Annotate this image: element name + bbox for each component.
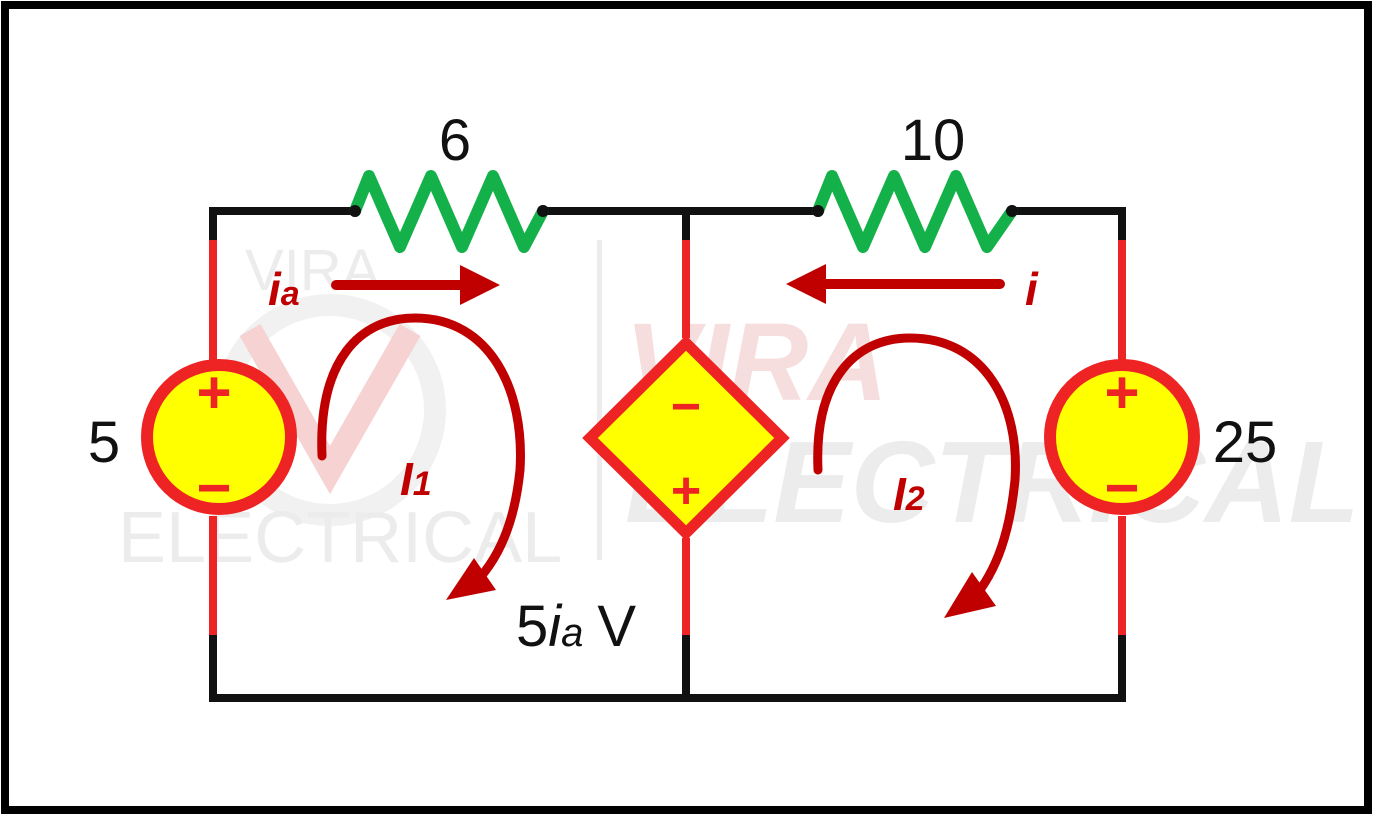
watermark-left-bottom: ELECTRICAL bbox=[118, 498, 562, 578]
source-leads bbox=[209, 240, 1126, 635]
resistor-right-end-a bbox=[812, 205, 824, 217]
resistor-left-end-a bbox=[349, 205, 361, 217]
mesh-current-2-label: I2 bbox=[893, 468, 925, 520]
voltage-source-left-minus: − bbox=[196, 454, 231, 521]
watermark-left-top: VIRA bbox=[245, 238, 381, 303]
dependent-source-bottom-sign: + bbox=[671, 462, 701, 520]
resistor-left-label: 6 bbox=[439, 108, 471, 173]
current-i-arrow bbox=[786, 264, 1005, 304]
voltage-source-right: + − bbox=[1044, 359, 1200, 521]
mesh-current-2-arrow bbox=[813, 333, 1020, 618]
dependent-source-top-sign: − bbox=[671, 378, 701, 436]
voltage-source-right-label: 25 bbox=[1213, 410, 1278, 475]
wire-top-left bbox=[209, 207, 355, 240]
current-ia-arrow bbox=[331, 265, 500, 305]
voltage-source-left-label: 5 bbox=[88, 410, 120, 475]
wire-top-right bbox=[1012, 207, 1126, 240]
current-ia-label: ia bbox=[268, 263, 300, 315]
resistor-right-end-b bbox=[1006, 205, 1018, 217]
current-i-label: i bbox=[1025, 263, 1039, 315]
wire-bottom bbox=[209, 635, 1126, 702]
watermark-divider bbox=[597, 240, 602, 560]
voltage-source-left-plus: + bbox=[196, 359, 231, 426]
dependent-voltage-source: − + bbox=[582, 335, 790, 541]
resistor-left-end-b bbox=[537, 205, 549, 217]
voltage-source-right-plus: + bbox=[1104, 359, 1139, 426]
voltage-source-right-minus: − bbox=[1104, 454, 1139, 521]
wires bbox=[209, 207, 1126, 702]
voltage-source-left: + − bbox=[141, 359, 297, 521]
resistor-left bbox=[349, 170, 549, 253]
resistor-right bbox=[812, 170, 1018, 253]
mesh-current-1-arrow bbox=[317, 313, 525, 600]
resistor-right-label: 10 bbox=[901, 108, 966, 173]
mesh-current-1-label: I1 bbox=[400, 453, 432, 505]
